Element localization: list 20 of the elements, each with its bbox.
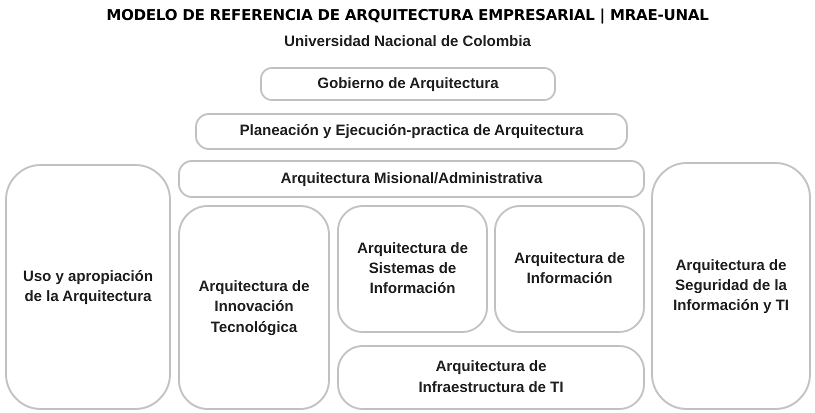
side-panel [5, 164, 171, 410]
domain-box [337, 345, 645, 410]
layer-box [195, 113, 628, 150]
title-box [260, 67, 556, 101]
layer-box [178, 160, 645, 198]
box-label: Planeación y Ejecución-practica de Arquitectura [240, 121, 584, 142]
box-label: Arquitectura de Información [513, 248, 626, 289]
box-label: Arquitectura Misional/Administrativa [280, 168, 542, 189]
domain-box [337, 205, 488, 333]
domain-box [178, 205, 330, 410]
box-label: Gobierno de Arquitectura [317, 74, 499, 94]
box-label: Arquitectura de Infraestructura de TI [417, 357, 565, 398]
box-label: Uso y apropiación de la Arquitectura [22, 266, 154, 307]
box-label: Arquitectura de Innovación Tecnológica [198, 277, 310, 338]
side-panel [651, 162, 811, 410]
domain-box [494, 205, 645, 333]
box-label: Arquitectura de Seguridad de la Información y TI [672, 256, 790, 316]
box-label: Arquitectura de Sistemas de Información [356, 238, 469, 300]
diagram-title: MODELO DE REFERENCIA DE ARQUITECTURA EMPRESARIAL | MRAE-UNAL [105, 6, 710, 24]
subtitle: Universidad Nacional de Colombia [283, 33, 532, 50]
